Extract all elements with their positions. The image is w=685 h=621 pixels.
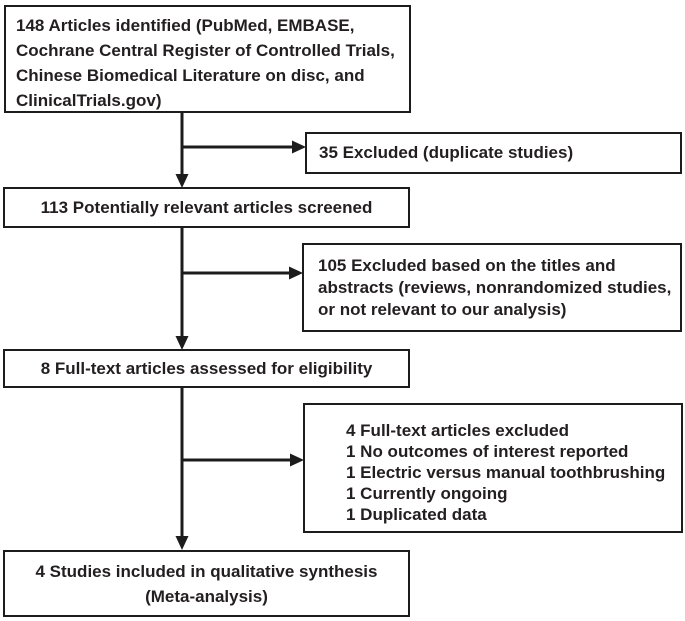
text-line: Chinese Biomedical Literature on disc, a… — [16, 66, 365, 85]
text-line: 105 Excluded based on the titles and — [318, 256, 616, 275]
text-line: 1 Currently ongoing — [346, 484, 508, 503]
arrowhead-right-icon — [290, 453, 304, 467]
text-line: 4 Full-text articles excluded — [346, 421, 569, 440]
text-line: abstracts (reviews, nonrandomized studie… — [318, 278, 672, 297]
text-line: 148 Articles identified (PubMed, EMBASE, — [16, 16, 355, 35]
arrowhead-right-icon — [292, 140, 306, 154]
text-line: 1 Duplicated data — [346, 505, 487, 524]
arrow-screened-to-fulltext — [175, 228, 189, 350]
text-line: or not relevant to our analysis) — [318, 300, 567, 319]
arrow-to-excluded-titles — [182, 266, 303, 280]
arrowhead-down-icon — [175, 336, 189, 350]
arrowhead-right-icon — [289, 266, 303, 280]
text-line: 1 No outcomes of interest reported — [346, 442, 629, 461]
box-studies-included: 4 Studies included in qualitative synthe… — [3, 550, 410, 617]
text-line: Cochrane Central Register of Controlled … — [16, 41, 395, 60]
text-line: 4 Studies included in qualitative synthe… — [35, 561, 378, 581]
box-articles-identified: 148 Articles identified (PubMed, EMBASE,… — [4, 5, 411, 113]
text-line: (Meta-analysis) — [145, 586, 268, 606]
arrow-identified-to-screened — [175, 113, 189, 188]
arrowhead-down-icon — [175, 536, 189, 550]
box-excluded-duplicates: 35 Excluded (duplicate studies) — [305, 132, 682, 174]
arrowhead-down-icon — [175, 174, 189, 188]
arrow-to-excluded-duplicates — [182, 140, 306, 154]
arrow-to-fulltext-excluded — [182, 453, 304, 467]
text-line: 1 Electric versus manual toothbrushing — [346, 463, 666, 482]
text-line: 8 Full-text articles assessed for eligib… — [40, 358, 373, 378]
text-line: ClinicalTrials.gov) — [16, 91, 162, 110]
box-excluded-titles-abstracts: 105 Excluded based on the titles and abs… — [302, 243, 682, 332]
text-line: 113 Potentially relevant articles screen… — [40, 197, 373, 217]
box-fulltext-assessed: 8 Full-text articles assessed for eligib… — [3, 349, 410, 388]
text-line: 35 Excluded (duplicate studies) — [319, 143, 574, 162]
box-fulltext-excluded: 4 Full-text articles excluded 1 No outco… — [303, 403, 683, 533]
arrow-fulltext-to-included — [175, 388, 189, 550]
box-articles-screened: 113 Potentially relevant articles screen… — [3, 187, 410, 228]
